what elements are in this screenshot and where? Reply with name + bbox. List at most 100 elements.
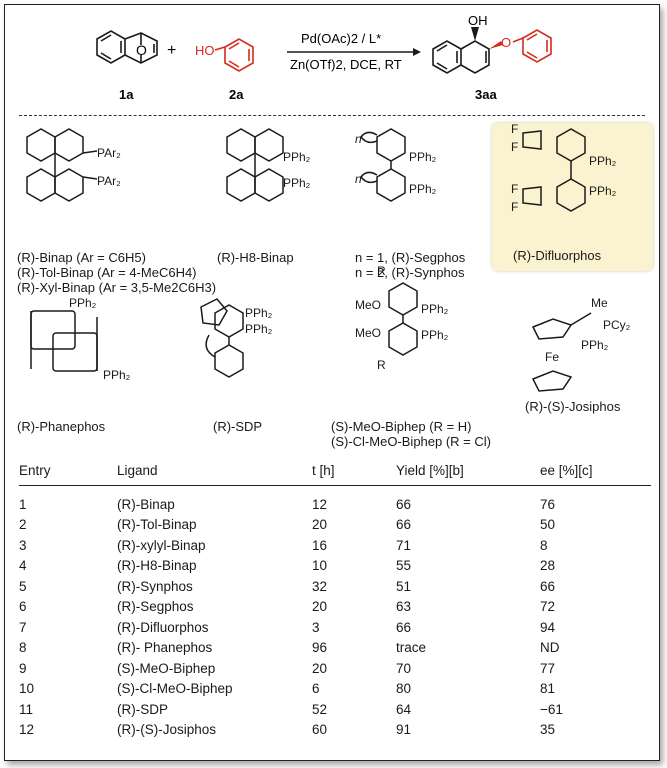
difluorphos-structure — [522, 128, 586, 212]
difl-pph2-top: PPh₂ — [589, 154, 617, 168]
cell-ee: 35 — [540, 722, 556, 738]
cell-time: 20 — [312, 517, 328, 533]
cell-time: 52 — [312, 701, 328, 717]
reaction-scheme: O + HO Pd(OAc)2 / L* Zn(OTf)2, DCE, RT O… — [96, 13, 552, 102]
segphos-pph2-top: PPh₂ — [409, 150, 437, 164]
cell-ligand: (R)-xylyl-Binap — [117, 537, 206, 553]
h8-pph2-top: PPh₂ — [283, 150, 311, 164]
cell-yield: 80 — [396, 681, 412, 697]
cell-entry: 2 — [19, 517, 27, 533]
difl-f2: F — [511, 140, 518, 154]
biphep-r-bottom: R — [377, 358, 386, 372]
cell-ee: 76 — [540, 496, 556, 512]
cell-time: 3 — [312, 619, 320, 635]
cell-time: 60 — [312, 722, 328, 738]
cell-ee: 94 — [540, 619, 556, 635]
cell-ee: ND — [540, 640, 560, 656]
biphep-r-top: R — [377, 264, 386, 278]
cell-time: 12 — [312, 496, 328, 512]
cell-yield: trace — [396, 640, 427, 656]
compound-2a-ring — [224, 38, 254, 72]
cell-ee: 8 — [540, 537, 548, 553]
table-header-row: Entry Ligand t [h] Yield [%][b] ee [%][c… — [19, 457, 651, 486]
sdp-pph2-bottom: PPh₂ — [245, 322, 273, 336]
cell-entry: 10 — [19, 681, 35, 697]
cell-ee: 28 — [540, 558, 556, 574]
label-3aa: 3aa — [475, 87, 497, 102]
binap-structure — [26, 128, 98, 202]
cell-yield: 70 — [396, 660, 412, 676]
cell-ligand: (R)-Synphos — [117, 578, 193, 594]
difluorphos-highlight — [492, 123, 653, 271]
difl-f4: F — [511, 200, 518, 214]
cell-ee: 81 — [540, 681, 556, 697]
difl-f3: F — [511, 182, 518, 196]
phane-pph2-top: PPh₂ — [69, 296, 97, 310]
results-table: Entry Ligand t [h] Yield [%][b] ee [%][c… — [19, 457, 651, 740]
cell-yield: 66 — [396, 517, 412, 533]
table-row: 1 (R)-Binap 12 66 76 — [19, 486, 651, 515]
segphos-n-bottom: n — [355, 172, 362, 186]
difl-pph2-bottom: PPh₂ — [589, 184, 617, 198]
label-phanephos: (R)-Phanephos — [17, 419, 106, 434]
label-h8-binap: (R)-H8-Binap — [217, 250, 294, 265]
cell-ligand: (R)-Binap — [117, 496, 175, 512]
cell-ligand: (R)-SDP — [117, 701, 168, 717]
segphos-n-top: n — [355, 132, 362, 146]
josi-me: Me — [591, 296, 608, 310]
phanephos-structure — [30, 310, 98, 372]
sdp-pph2-top: PPh₂ — [245, 306, 273, 320]
cell-ligand: (R)-Segphos — [117, 599, 194, 615]
cell-time: 20 — [312, 599, 328, 615]
cell-yield: 66 — [396, 619, 412, 635]
h8-binap-structure — [226, 128, 284, 202]
segphos-pph2-bottom: PPh₂ — [409, 182, 437, 196]
biphep-pph2-bottom: PPh₂ — [421, 328, 449, 342]
cell-entry: 11 — [19, 701, 34, 717]
cell-yield: 66 — [396, 496, 412, 512]
cell-entry: 1 — [19, 496, 27, 512]
cell-time: 32 — [312, 578, 328, 594]
plus-sign: + — [167, 42, 176, 59]
label-tol-binap: (R)-Tol-Binap (Ar = 4-MeC6H4) — [17, 265, 197, 280]
label-segphos: n = 1, (R)-Segphos — [355, 250, 466, 265]
binap-par2-bottom: PAr₂ — [97, 174, 121, 188]
cell-ligand: (R)-Tol-Binap — [117, 517, 197, 533]
binap-par2-top: PAr₂ — [97, 146, 121, 160]
cell-ee: 66 — [540, 578, 556, 594]
cell-ee: 72 — [540, 599, 556, 615]
cell-entry: 8 — [19, 640, 27, 656]
figure-frame: O + HO Pd(OAc)2 / L* Zn(OTf)2, DCE, RT O… — [4, 4, 660, 761]
header-entry: Entry — [19, 457, 117, 486]
cell-entry: 7 — [19, 619, 27, 635]
phane-pph2-bottom: PPh₂ — [103, 368, 131, 382]
cell-entry: 6 — [19, 599, 27, 615]
label-josiphos: (R)-(S)-Josiphos — [525, 399, 621, 414]
cell-yield: 55 — [396, 558, 412, 574]
cell-ligand: (S)-MeO-Biphep — [117, 660, 216, 676]
label-meo-biphep: (S)-MeO-Biphep (R = H) — [331, 419, 472, 434]
sdp-structure — [200, 298, 244, 378]
label-difluorphos: (R)-Difluorphos — [513, 248, 602, 263]
biphep-meo-bottom: MeO — [355, 326, 381, 340]
reagent-top: Pd(OAc)2 / L* — [301, 31, 381, 46]
label-synphos: n = 2, (R)-Synphos — [355, 265, 465, 280]
biphep-meo-top: MeO — [355, 298, 381, 312]
ligand-structures: PAr₂ PAr₂ PPh₂ PPh₂ PPh₂ PPh₂ n n PPh₂ P… — [26, 122, 631, 392]
josi-fe: Fe — [545, 350, 559, 364]
header-time: t [h] — [312, 457, 396, 486]
header-ligand: Ligand — [117, 457, 312, 486]
cell-entry: 4 — [19, 558, 27, 574]
cell-entry: 9 — [19, 660, 27, 676]
dashed-separator — [19, 115, 645, 116]
h8-pph2-bottom: PPh₂ — [283, 176, 311, 190]
